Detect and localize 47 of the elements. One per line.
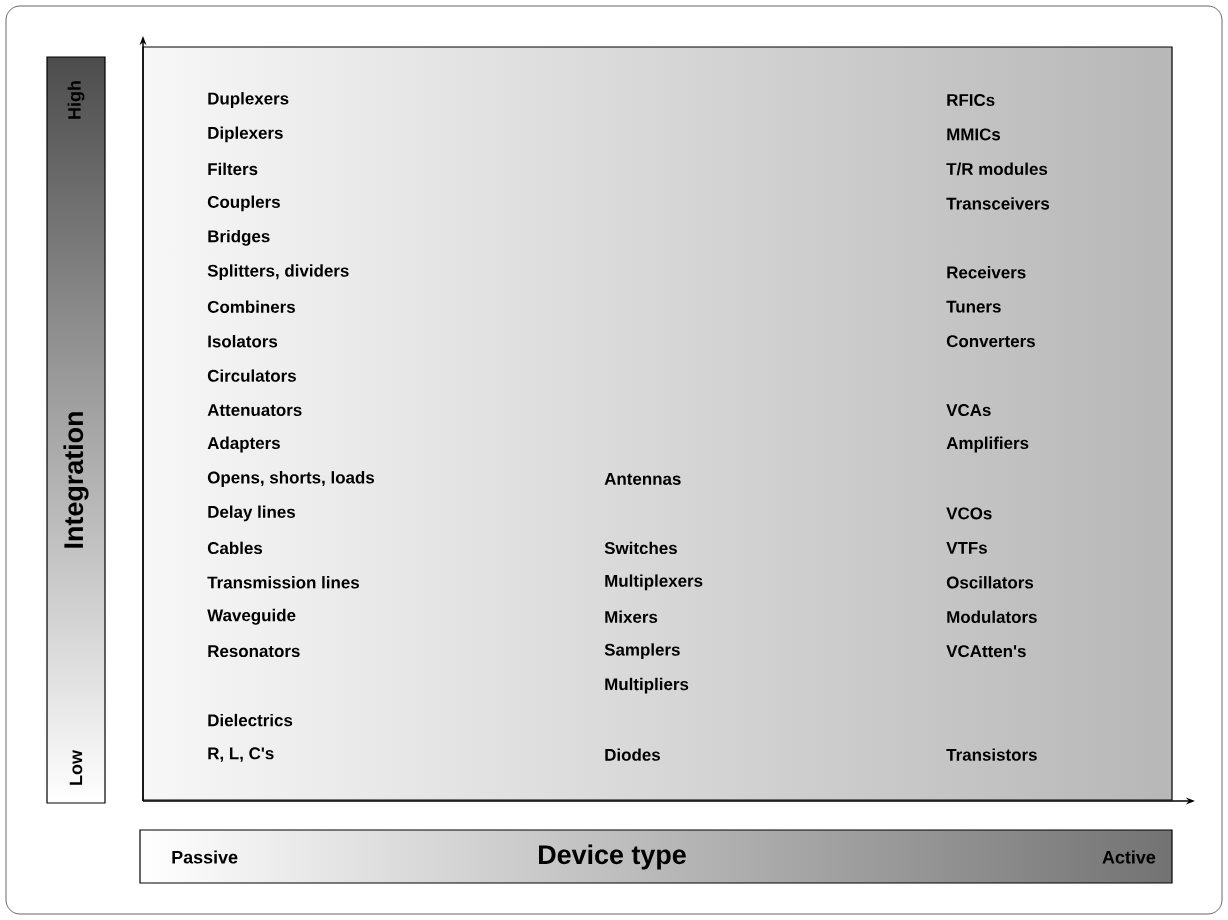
device-label: R, L, C's <box>208 747 274 762</box>
device-label: Converters <box>946 335 1035 348</box>
device-label: Samplers <box>604 643 680 660</box>
scale-label: Active <box>1102 850 1156 864</box>
device-label: Delay lines <box>208 505 295 522</box>
scale-label: Integration <box>63 412 89 548</box>
device-label: Resonators <box>208 645 300 658</box>
device-label: Cables <box>207 541 263 555</box>
device-label: Transceivers <box>946 197 1050 210</box>
device-label: Isolators <box>208 335 278 348</box>
device-label: Bridges <box>208 229 270 246</box>
device-label: Adapters <box>207 436 280 453</box>
device-label: Filters <box>208 162 258 176</box>
device-label: Multipliers <box>605 677 689 694</box>
device-label: Tuners <box>946 300 1001 313</box>
device-label: Transmission lines <box>207 576 359 589</box>
device-label: Opens, shorts, loads <box>207 471 375 487</box>
device-label: Waveguide <box>207 608 296 625</box>
device-label: Duplexers <box>208 92 289 108</box>
device-label: Modulators <box>947 610 1037 623</box>
device-label: Switches <box>604 541 677 555</box>
device-label: Splitters, dividers <box>207 264 349 281</box>
device-label: Couplers <box>207 195 280 212</box>
device-label: Antennas <box>604 473 681 485</box>
scale-label: High <box>67 81 85 119</box>
device-label: Mixers <box>605 610 658 623</box>
device-label: VCAtten's <box>946 645 1026 658</box>
device-label: Diodes <box>605 748 660 761</box>
device-label: Diplexers <box>208 126 283 143</box>
device-label: VTFs <box>946 542 987 554</box>
device-label: Oscillators <box>946 576 1034 589</box>
scale-label: Passive <box>172 850 238 864</box>
device-label: Transistors <box>946 748 1037 761</box>
device-label: Multiplexers <box>605 574 703 591</box>
device-label: Dielectrics <box>208 713 293 727</box>
device-label: Receivers <box>947 266 1026 279</box>
device-label: Combiners <box>207 300 295 313</box>
scale-label: Device type <box>539 844 686 870</box>
device-label: Circulators <box>207 369 296 382</box>
scale-label: Low <box>69 750 83 785</box>
device-label: Attenuators <box>207 404 302 416</box>
device-label: RFICs <box>947 94 995 106</box>
device-label: T/R modules <box>946 162 1048 176</box>
device-label: VCOs <box>946 507 992 520</box>
device-label: VCAs <box>946 404 991 417</box>
device-label: MMICs <box>947 128 1001 141</box>
device-label: Amplifiers <box>946 436 1029 453</box>
